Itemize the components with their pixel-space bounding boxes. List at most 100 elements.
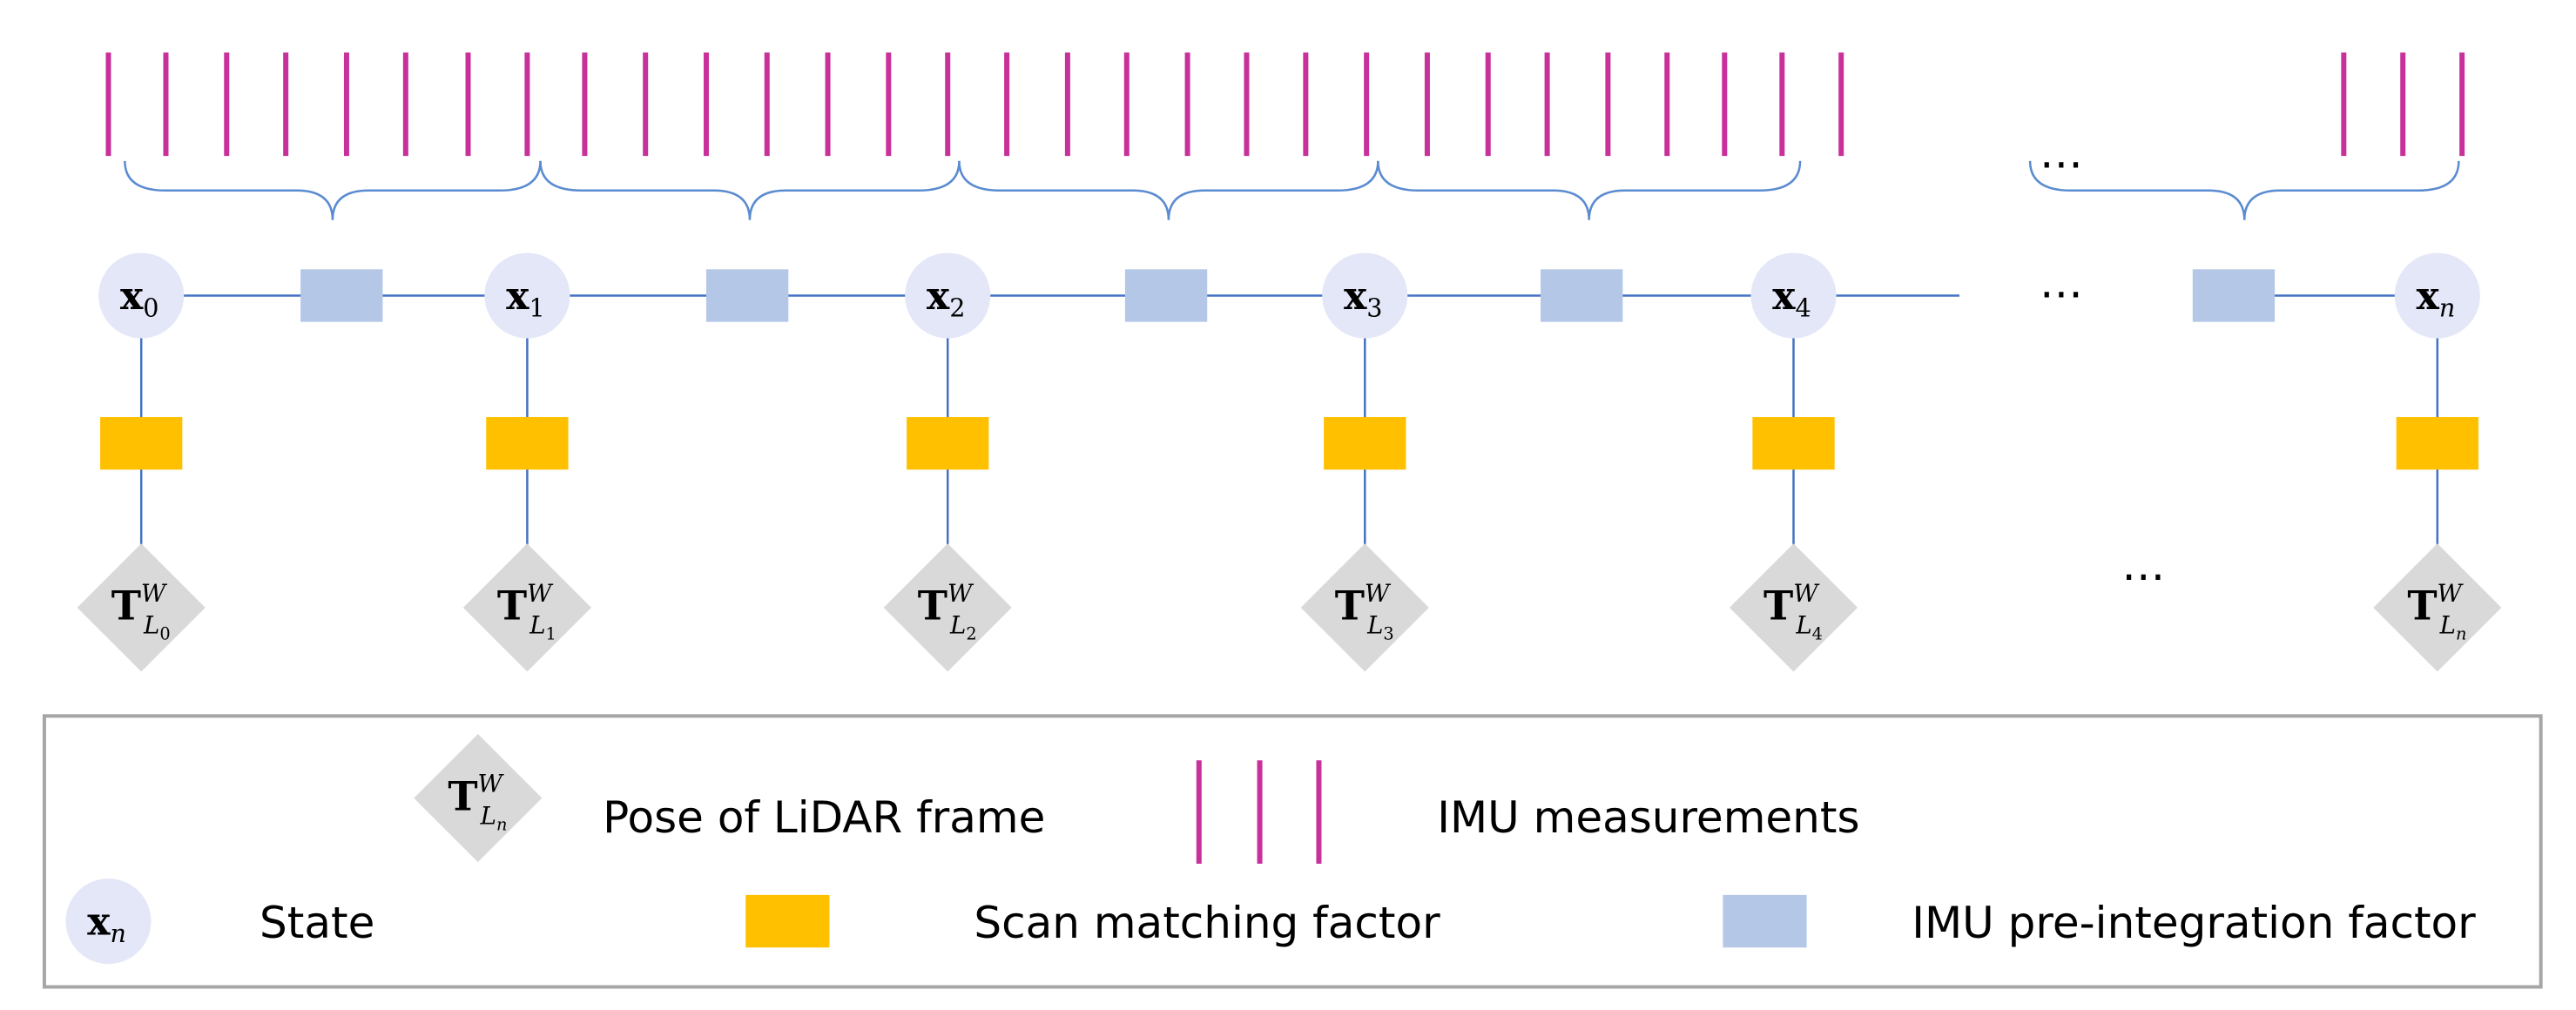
- scan-matching-factor: [1324, 417, 1406, 470]
- legend-state-label: State: [260, 898, 374, 948]
- imu-measurement-bars: [105, 52, 2465, 157]
- state-label: x3: [1344, 274, 1382, 323]
- pose-node-diamond: [1300, 543, 1429, 672]
- legend-state-symbol: xn: [65, 879, 152, 965]
- pose-superscript: W: [947, 579, 974, 608]
- legend-imu-measurements-label: IMU measurements: [1437, 792, 1859, 843]
- pose-node-diamond: [1729, 543, 1858, 672]
- pose-base: T: [918, 582, 947, 630]
- legend-border: [42, 714, 2543, 989]
- state-node: x3: [1322, 252, 1408, 339]
- imu-preintegration-factor: [1541, 269, 1623, 322]
- graph-edges: [139, 294, 2439, 608]
- legend-scan-factor-label: Scan matching factor: [974, 898, 1440, 948]
- pose-subscript: L: [480, 801, 496, 830]
- pose-node-diamond: [414, 734, 543, 863]
- integration-braces: [124, 160, 2460, 220]
- ellipsis-marks: … … …: [2040, 127, 2165, 589]
- graph-factors: [100, 269, 2478, 470]
- pose-node-diamond: [2373, 543, 2502, 672]
- pose-base: T: [497, 582, 527, 630]
- state-node-circle: [98, 252, 185, 339]
- imu-preintegration-factor: [1124, 269, 1208, 322]
- integration-brace: [124, 160, 542, 220]
- pose-subsubscript: 1: [546, 624, 556, 644]
- state-base: x: [1772, 274, 1796, 319]
- imu-preintegration-factor: [2192, 269, 2276, 322]
- state-subscript: n: [2439, 293, 2455, 323]
- pose-superscript: W: [478, 770, 505, 798]
- state-base: x: [1344, 274, 1367, 319]
- pose-node-diamond: [462, 543, 591, 672]
- state-base: x: [120, 274, 144, 319]
- state-node-circle: [484, 252, 570, 339]
- integration-brace: [539, 160, 961, 220]
- pose-base: T: [111, 582, 141, 630]
- pose-superscript: W: [1793, 579, 1820, 608]
- imu-preintegration-factor: [705, 269, 789, 322]
- state-label: xn: [2417, 274, 2456, 323]
- state-base: x: [87, 899, 111, 944]
- state-node: x4: [1750, 252, 1837, 339]
- state-node-circle: [1750, 252, 1837, 339]
- state-node-circle: [905, 252, 991, 339]
- pose-base: T: [1763, 582, 1793, 630]
- state-subscript: 1: [529, 293, 544, 323]
- state-label: x4: [1772, 274, 1811, 323]
- integration-brace: [2028, 160, 2460, 220]
- state-base: x: [927, 274, 950, 319]
- pose-base: T: [448, 772, 477, 819]
- state-node: x0: [98, 252, 185, 339]
- pose-subscript: L: [2439, 611, 2456, 640]
- state-node-circle: [2394, 252, 2480, 339]
- pose-subsubscript: 3: [1383, 624, 1393, 644]
- pose-subscript: L: [1795, 611, 1811, 640]
- ellipsis: …: [2121, 540, 2165, 590]
- pose-subscript: L: [1366, 611, 1383, 640]
- pose-subsubscript: 4: [1812, 624, 1823, 644]
- legend-imu-factor-swatch: [1723, 894, 1807, 948]
- integration-brace: [1377, 160, 1802, 220]
- scan-matching-factor: [907, 417, 989, 470]
- imu-preintegration-factor: [300, 269, 383, 322]
- pose-subscript: L: [143, 611, 159, 640]
- pose-subscript: L: [529, 611, 545, 640]
- state-node: x1: [484, 252, 570, 339]
- scan-matching-factor: [2396, 417, 2478, 470]
- legend-imu-factor-label: IMU pre-integration factor: [1912, 898, 2476, 948]
- pose-subscript: L: [949, 611, 966, 640]
- ellipsis: …: [2040, 127, 2083, 178]
- integration-brace: [958, 160, 1379, 220]
- state-subscript: 0: [143, 293, 158, 323]
- ellipsis: …: [2040, 257, 2083, 307]
- state-subscript: 3: [1366, 293, 1382, 323]
- state-label: x2: [927, 274, 965, 323]
- pose-superscript: W: [2438, 579, 2465, 608]
- pose-node-diamond: [77, 543, 206, 672]
- pose-subsubscript: n: [2456, 624, 2466, 644]
- pose-base: T: [2407, 582, 2437, 630]
- state-node-circle: [65, 879, 152, 965]
- state-node-circle: [1322, 252, 1408, 339]
- state-node: xn: [2394, 252, 2480, 339]
- pose-subsubscript: n: [496, 814, 507, 834]
- state-label: x0: [120, 274, 158, 323]
- pose-node-diamond: [883, 543, 1012, 672]
- legend-pose-label: Pose of LiDAR frame: [603, 792, 1045, 843]
- pose-superscript: W: [1365, 579, 1392, 608]
- pose-superscript: W: [141, 579, 168, 608]
- pose-subsubscript: 2: [966, 624, 976, 644]
